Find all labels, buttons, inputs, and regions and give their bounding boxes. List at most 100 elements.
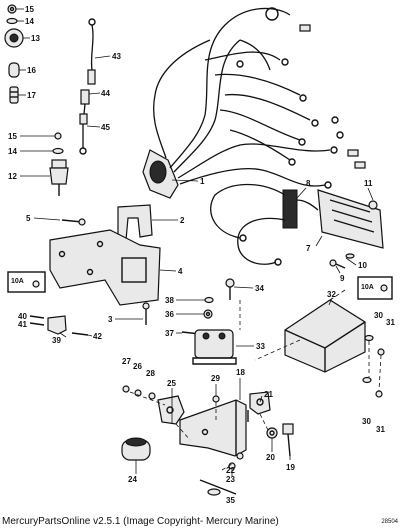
part-31-washer-upper bbox=[377, 348, 385, 356]
part-39-clamp bbox=[47, 315, 67, 335]
callout-16: 16 bbox=[27, 66, 36, 75]
callout-17: 17 bbox=[27, 91, 36, 100]
part-2-clamp bbox=[117, 204, 153, 241]
callout-2: 2 bbox=[180, 216, 185, 225]
part-12-sender bbox=[49, 159, 69, 196]
callout-10a-left: 10A bbox=[11, 278, 24, 285]
part-40-screw bbox=[29, 315, 45, 319]
part-35-bolt bbox=[199, 462, 237, 496]
callout-41: 41 bbox=[18, 320, 27, 329]
part-21-clamp bbox=[249, 391, 271, 415]
callout-26: 26 bbox=[133, 362, 142, 371]
part-43-lead bbox=[87, 18, 96, 85]
part-22-washer bbox=[236, 452, 244, 460]
callout-36: 36 bbox=[165, 310, 174, 319]
callout-35: 35 bbox=[226, 496, 235, 505]
callout-44: 44 bbox=[101, 89, 110, 98]
part-45-lead bbox=[79, 113, 88, 155]
part-44-connector bbox=[80, 89, 90, 115]
part-33-solenoid bbox=[192, 329, 237, 365]
part-29-screw bbox=[212, 395, 220, 403]
part-30-nut-upper bbox=[364, 334, 374, 342]
part-25-clamp bbox=[157, 395, 185, 425]
callout-45: 45 bbox=[101, 123, 110, 132]
callout-21: 21 bbox=[264, 390, 273, 399]
part-24-isolator bbox=[121, 437, 151, 461]
part-28-screw bbox=[148, 392, 156, 400]
callout-19: 19 bbox=[286, 463, 295, 472]
callout-3: 3 bbox=[108, 315, 113, 324]
part-10-washer bbox=[345, 253, 355, 259]
callout-5: 5 bbox=[26, 214, 31, 223]
dash-lines-bracket bbox=[129, 391, 269, 471]
part-15-nut-lower bbox=[54, 132, 62, 140]
drawing-number: 28504 bbox=[381, 519, 398, 525]
part-14-washer-top bbox=[6, 17, 18, 25]
callout-13: 13 bbox=[31, 34, 40, 43]
callout-30-lower: 30 bbox=[362, 417, 371, 426]
inset-10a-left bbox=[7, 271, 46, 293]
callout-30-upper: 30 bbox=[374, 311, 383, 320]
callout-14-lower: 14 bbox=[8, 147, 17, 156]
part-1-engine-harness bbox=[142, 7, 366, 199]
part-38-nut bbox=[204, 296, 214, 304]
inset-10a-right bbox=[357, 276, 393, 300]
part-7-module bbox=[317, 189, 384, 249]
callout-14-top: 14 bbox=[25, 17, 34, 26]
part-16-boot bbox=[8, 62, 20, 78]
callout-27: 27 bbox=[122, 357, 131, 366]
callout-31-lower: 31 bbox=[376, 425, 385, 434]
callout-40: 40 bbox=[18, 312, 27, 321]
callout-34: 34 bbox=[255, 284, 264, 293]
callout-12: 12 bbox=[8, 172, 17, 181]
part-41-screw bbox=[29, 322, 45, 326]
callout-28: 28 bbox=[146, 369, 155, 378]
callout-7: 7 bbox=[306, 244, 311, 253]
callout-33: 33 bbox=[256, 342, 265, 351]
part-32-cover bbox=[284, 299, 366, 373]
callout-31-upper: 31 bbox=[386, 318, 395, 327]
part-42-screw bbox=[71, 332, 89, 336]
callout-20: 20 bbox=[266, 453, 275, 462]
part-27-screw bbox=[122, 385, 130, 393]
part-13-sender-cap bbox=[4, 28, 24, 48]
part-17-terminal bbox=[9, 86, 19, 104]
part-3-screw bbox=[142, 302, 150, 325]
callout-37: 37 bbox=[165, 329, 174, 338]
callout-10: 10 bbox=[358, 261, 367, 270]
part-8-sub-harness bbox=[210, 183, 319, 266]
callout-38: 38 bbox=[165, 296, 174, 305]
part-9-screw bbox=[329, 259, 346, 269]
callout-29: 29 bbox=[211, 374, 220, 383]
callout-1: 1 bbox=[200, 177, 205, 186]
callout-8: 8 bbox=[306, 179, 311, 188]
callout-18: 18 bbox=[236, 368, 245, 377]
callout-42: 42 bbox=[93, 332, 102, 341]
part-36-washer bbox=[203, 309, 213, 319]
callout-39: 39 bbox=[52, 336, 61, 345]
part-20-washer bbox=[266, 427, 278, 439]
dash-lines-cover bbox=[239, 289, 382, 392]
callout-22: 22 bbox=[226, 466, 235, 475]
copyright-caption: MercuryPartsOnline v2.5.1 (Image Copyrig… bbox=[2, 516, 279, 527]
callout-labels: 15 14 13 16 17 43 44 45 15 14 12 1 8 11 … bbox=[8, 5, 395, 505]
part-34-bolt bbox=[225, 278, 235, 300]
part-5-screw bbox=[61, 218, 86, 226]
callout-23: 23 bbox=[226, 475, 235, 484]
callout-11: 11 bbox=[364, 179, 373, 188]
callout-15-top: 15 bbox=[25, 5, 34, 14]
callout-4: 4 bbox=[178, 267, 183, 276]
callout-24: 24 bbox=[128, 475, 137, 484]
callout-10a-right: 10A bbox=[361, 284, 374, 291]
part-18-bracket bbox=[179, 399, 247, 457]
callout-leaders bbox=[16, 8, 374, 476]
callout-25: 25 bbox=[167, 379, 176, 388]
part-11-nut bbox=[368, 200, 378, 210]
part-31-washer-lower bbox=[375, 390, 383, 398]
part-4-mounting-plate bbox=[49, 229, 161, 306]
part-30-nut-lower bbox=[362, 376, 372, 384]
callout-32: 32 bbox=[327, 290, 336, 299]
part-15-nut-top bbox=[7, 4, 17, 14]
part-19-bolt bbox=[282, 423, 294, 457]
